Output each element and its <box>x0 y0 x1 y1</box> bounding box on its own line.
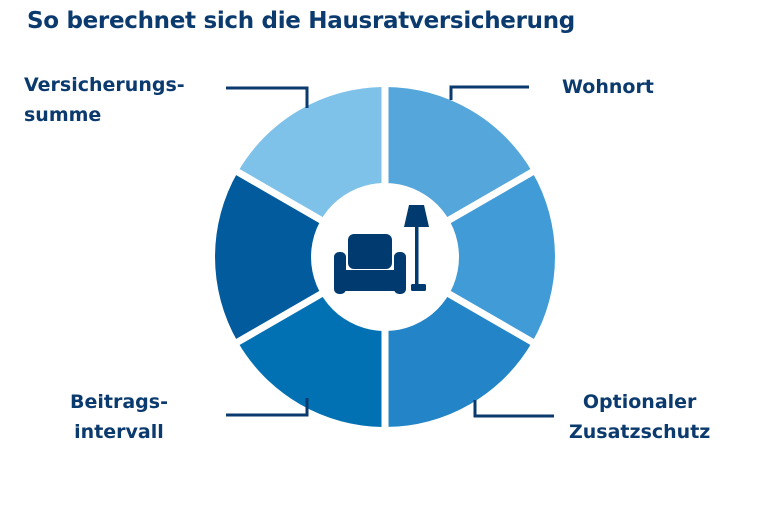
label-connectors <box>226 85 554 418</box>
segment-left <box>215 172 385 342</box>
label-optionaler-zusatzschutz: Optionaler Zusatzschutz <box>569 387 710 447</box>
connector-bottom-left <box>226 398 309 417</box>
armchair-and-floor-lamp-icon <box>334 205 429 294</box>
label-line: Versicherungs- <box>24 74 185 96</box>
label-line: Wohnort <box>562 76 654 98</box>
segment-right <box>385 172 555 342</box>
label-versicherungssumme: Versicherungs- summe <box>24 70 185 130</box>
label-beitragsintervall: Beitrags- intervall <box>70 387 168 447</box>
label-line: summe <box>24 104 102 126</box>
connector-bottom-right <box>473 400 554 418</box>
label-line: intervall <box>74 421 164 443</box>
page-title: So berechnet sich die Hausratversicherun… <box>27 8 575 34</box>
label-line: Beitrags- <box>70 391 168 413</box>
label-line: Optionaler <box>582 391 697 413</box>
connector-top-right <box>449 85 529 100</box>
label-wohnort: Wohnort <box>562 72 654 102</box>
connector-top-left <box>226 86 309 108</box>
label-line: Zusatzschutz <box>569 421 711 443</box>
